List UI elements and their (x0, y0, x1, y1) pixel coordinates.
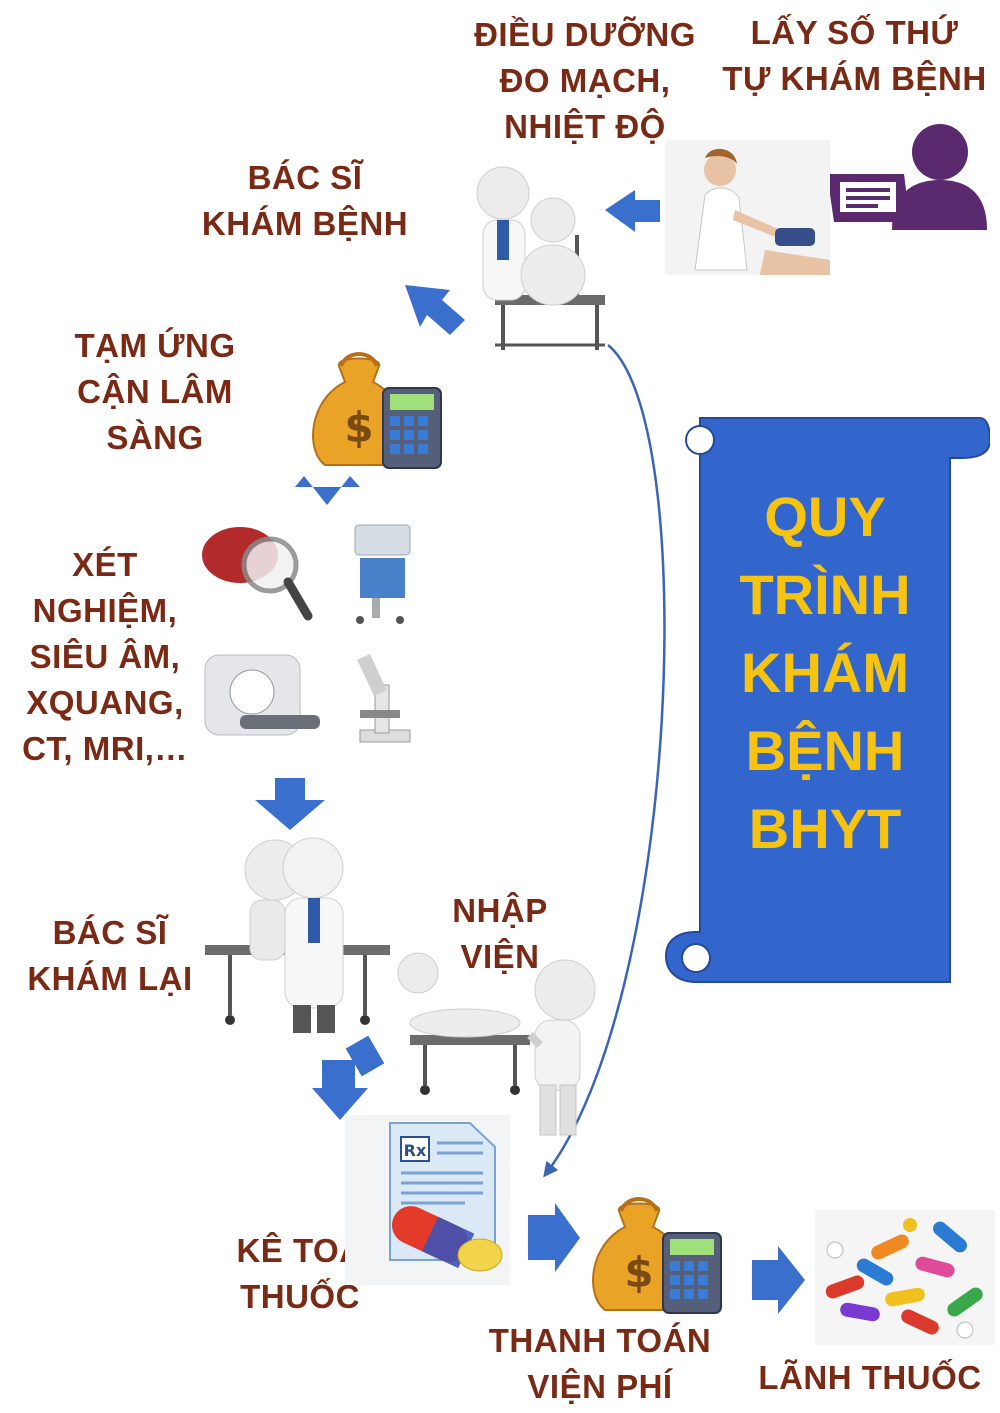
label-admission: NHẬP VIỆN (452, 892, 548, 975)
pills-pile-icon (815, 1210, 995, 1345)
label-get-number: LẤY SỐ THỨ TỰ KHÁM BỆNH (722, 14, 987, 97)
label-payment: THANH TOÁN VIỆN PHÍ (488, 1322, 712, 1405)
label-nurse: ĐIỀU DƯỠNG ĐO MẠCH, NHIỆT ĐỘ (474, 16, 696, 145)
arrow-icon (752, 1246, 805, 1314)
rx-text: Rx (404, 1141, 427, 1160)
money-bag-calculator-icon: $ (312, 352, 442, 469)
lab-equipment-icon (202, 524, 411, 743)
svg-text:$: $ (344, 403, 373, 452)
money-bag-calculator-icon: $ (592, 1197, 722, 1314)
arrow-icon (605, 190, 660, 232)
arrow-icon (345, 1035, 385, 1077)
nurse-blood-pressure-icon (665, 140, 830, 275)
prescription-pills-icon: Rx (345, 1115, 510, 1285)
arrow-icon (275, 778, 305, 802)
doctor-patient-icon (476, 166, 605, 350)
arrow-icon (405, 285, 465, 335)
label-advance-payment: TẠM ỨNG CẬN LÂM SÀNG (74, 327, 236, 456)
doctor-stretcher-icon (205, 837, 390, 1033)
arrow-icon (295, 476, 360, 505)
label-doctor-recheck: BÁC SĨ KHÁM LẠI (27, 914, 193, 997)
kiosk-user-icon (827, 124, 987, 230)
label-doctor-exam: BÁC SĨ KHÁM BỆNH (201, 159, 409, 242)
label-medicine: LÃNH THUỐC (758, 1359, 982, 1396)
process-title: QUY TRÌNH KHÁM BỆNH BHYT (739, 485, 911, 860)
scroll-banner (664, 417, 990, 983)
arrow-icon (312, 1060, 368, 1120)
connector-line (543, 344, 666, 1178)
patient-stretcher-icon (397, 952, 596, 1136)
arrow-icon (528, 1203, 580, 1272)
arrow-icon (255, 800, 325, 830)
svg-text:$: $ (624, 1248, 653, 1297)
label-tests: XÉT NGHIỆM, SIÊU ÂM, XQUANG, CT, MRI,… (22, 546, 188, 767)
